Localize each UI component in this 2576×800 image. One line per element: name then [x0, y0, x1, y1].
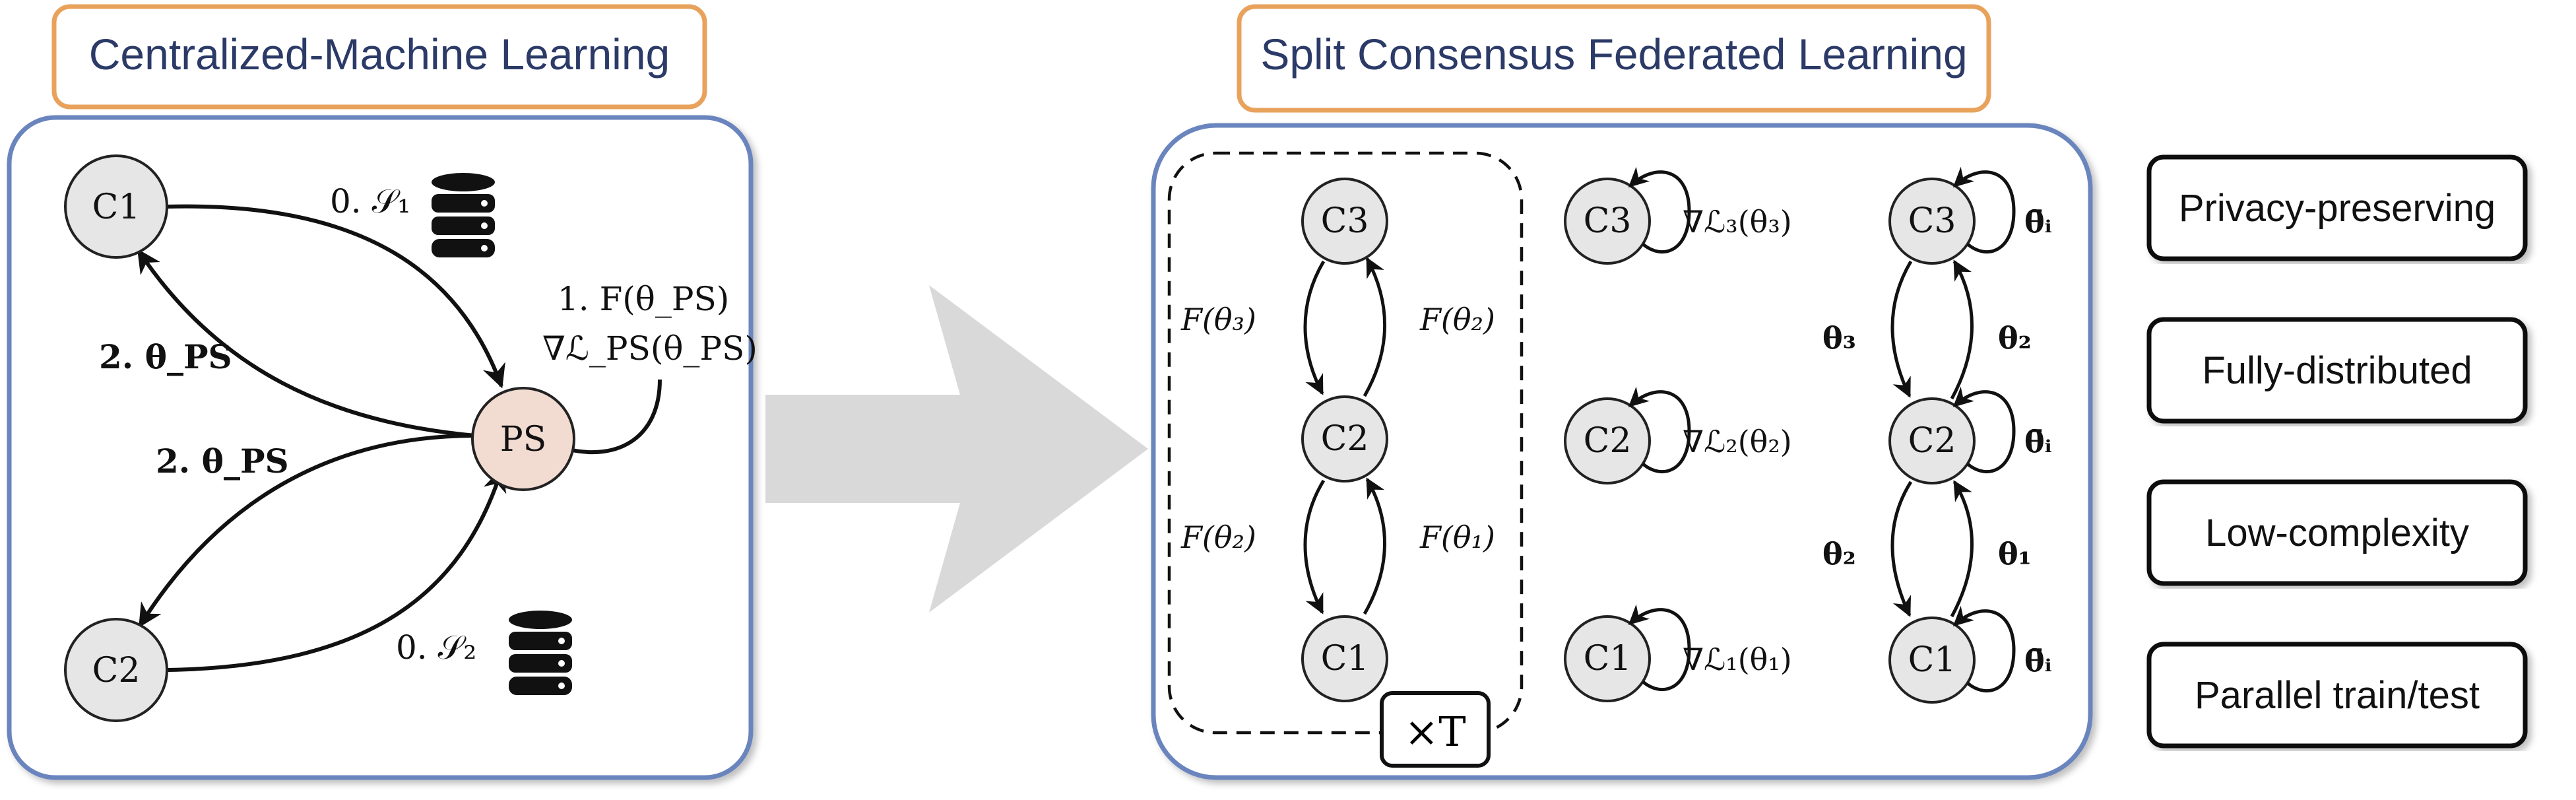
svg-text:Fully-distributed: Fully-distributed — [2202, 349, 2472, 392]
right-panel: Split Consensus Federated Learning ×T C3… — [1151, 4, 2093, 780]
svg-text:PS: PS — [500, 420, 547, 459]
svg-text:Low-complexity: Low-complexity — [2205, 512, 2469, 554]
svg-text:C1: C1 — [1321, 639, 1369, 679]
label-f-theta3: F(θ₃) — [1180, 302, 1256, 337]
col1-node-c3: C3 — [1301, 178, 1388, 265]
left-title-box — [51, 4, 707, 110]
edge-col3-c2-c1 — [1890, 481, 1913, 617]
label-theta-ps-lower: 2. θ_PS — [156, 442, 289, 481]
right-title-box — [1237, 4, 1991, 113]
edge-col3-c2-c3 — [1950, 259, 1974, 400]
col2-node-c3: C3 — [1564, 178, 1651, 265]
self-loop-col2-c2 — [1628, 386, 1691, 473]
label-theta3: θ₃ — [1822, 320, 1856, 356]
label-grad-l3: ∇ℒ₃(θ₃) — [1683, 204, 1792, 240]
feature-list: Privacy-preserving Fully-distributed Low… — [2146, 154, 2528, 749]
svg-text:C2: C2 — [1908, 421, 1956, 461]
repeat-dashed-box — [1167, 151, 1524, 735]
col3-node-c3: C3 — [1888, 178, 1976, 265]
svg-text:C3: C3 — [1321, 201, 1369, 241]
right-panel-title: Split Consensus Federated Learning — [1260, 30, 1967, 79]
label-f-theta-ps: 1. F(θ_PS) — [558, 280, 729, 318]
svg-text:C3: C3 — [1584, 201, 1632, 241]
svg-text:Privacy-preserving: Privacy-preserving — [2179, 187, 2496, 230]
col2-node-c1: C1 — [1564, 615, 1651, 702]
self-loop-col2-c1 — [1628, 604, 1691, 691]
svg-text:C3: C3 — [1908, 201, 1956, 241]
label-theta1: θ₁ — [1998, 536, 2032, 572]
feature-box-parallel: Parallel train/test — [2146, 642, 2528, 749]
self-loop-col3-c2 — [1952, 386, 2016, 473]
col3-node-c2: C2 — [1888, 397, 1976, 484]
svg-text:Parallel train/test: Parallel train/test — [2195, 674, 2480, 717]
label-f-theta2-top: F(θ₂) — [1419, 302, 1495, 337]
repeat-badge — [1380, 691, 1491, 768]
svg-text:C2: C2 — [1321, 419, 1369, 459]
self-loop-col3-c1 — [1952, 605, 2016, 692]
feature-box-complexity: Low-complexity — [2146, 479, 2528, 586]
label-grad-l2: ∇ℒ₂(θ₂) — [1683, 424, 1792, 459]
svg-text:C2: C2 — [1584, 421, 1632, 461]
label-theta-bar-c2: θ̄ᵢ — [2024, 424, 2052, 459]
self-loop-col2-c3 — [1628, 166, 1691, 253]
edge-col1-c1-c2 — [1363, 477, 1386, 615]
node-c1: C1 — [64, 154, 168, 259]
label-theta2-top: θ₂ — [1998, 320, 2032, 356]
label-theta-bar-c3: θ̄ᵢ — [2024, 204, 2052, 240]
label-s1: 0. 𝒮₁ — [330, 182, 410, 220]
label-theta-ps-upper: 2. θ_PS — [99, 337, 232, 376]
svg-text:C1: C1 — [1908, 640, 1956, 680]
edge-ps-to-c1 — [137, 249, 476, 438]
feature-box-distributed: Fully-distributed — [2146, 317, 2528, 424]
database-icon — [509, 611, 572, 695]
col1-node-c2: C2 — [1301, 395, 1388, 483]
left-panel: Centralized-Machine Learning C1 C2 PS 0.… — [7, 4, 757, 780]
edge-c2-to-ps — [166, 467, 507, 672]
edge-col1-c2-c3 — [1363, 257, 1386, 397]
col1-node-c1: C1 — [1301, 615, 1388, 702]
label-f-theta2-bottom: F(θ₂) — [1180, 519, 1256, 555]
left-panel-title: Centralized-Machine Learning — [89, 30, 670, 79]
edge-c1-to-ps — [166, 204, 505, 389]
col2-node-c2: C2 — [1564, 397, 1651, 484]
label-theta-bar-c1: θ̄ᵢ — [2024, 643, 2052, 679]
svg-text:C1: C1 — [92, 187, 141, 227]
edge-ps-self — [565, 379, 662, 455]
repeat-label: ×T — [1404, 708, 1465, 756]
edge-col1-c3-c2 — [1303, 260, 1326, 395]
feature-box-privacy: Privacy-preserving — [2146, 154, 2528, 261]
node-c2: C2 — [64, 618, 168, 722]
self-loop-col3-c3 — [1952, 166, 2016, 253]
svg-text:C2: C2 — [92, 651, 141, 690]
edge-ps-to-c2 — [138, 434, 476, 628]
col3-node-c1: C1 — [1888, 617, 1976, 704]
label-f-theta1: F(θ₁) — [1419, 519, 1495, 555]
label-grad-ps: ∇ℒ_PS(θ_PS) — [542, 329, 757, 368]
label-s2: 0. 𝒮₂ — [396, 628, 476, 667]
label-grad-l1: ∇ℒ₁(θ₁) — [1683, 642, 1792, 677]
label-theta2-bottom: θ₂ — [1822, 536, 1856, 572]
edge-col1-c2-c1 — [1303, 479, 1326, 615]
transition-arrow-icon — [765, 285, 1148, 613]
database-icon — [432, 173, 495, 257]
edge-col3-c3-c2 — [1890, 260, 1913, 398]
node-ps: PS — [471, 387, 575, 491]
edge-col3-c1-c2 — [1950, 480, 1974, 618]
svg-text:C1: C1 — [1584, 639, 1632, 679]
